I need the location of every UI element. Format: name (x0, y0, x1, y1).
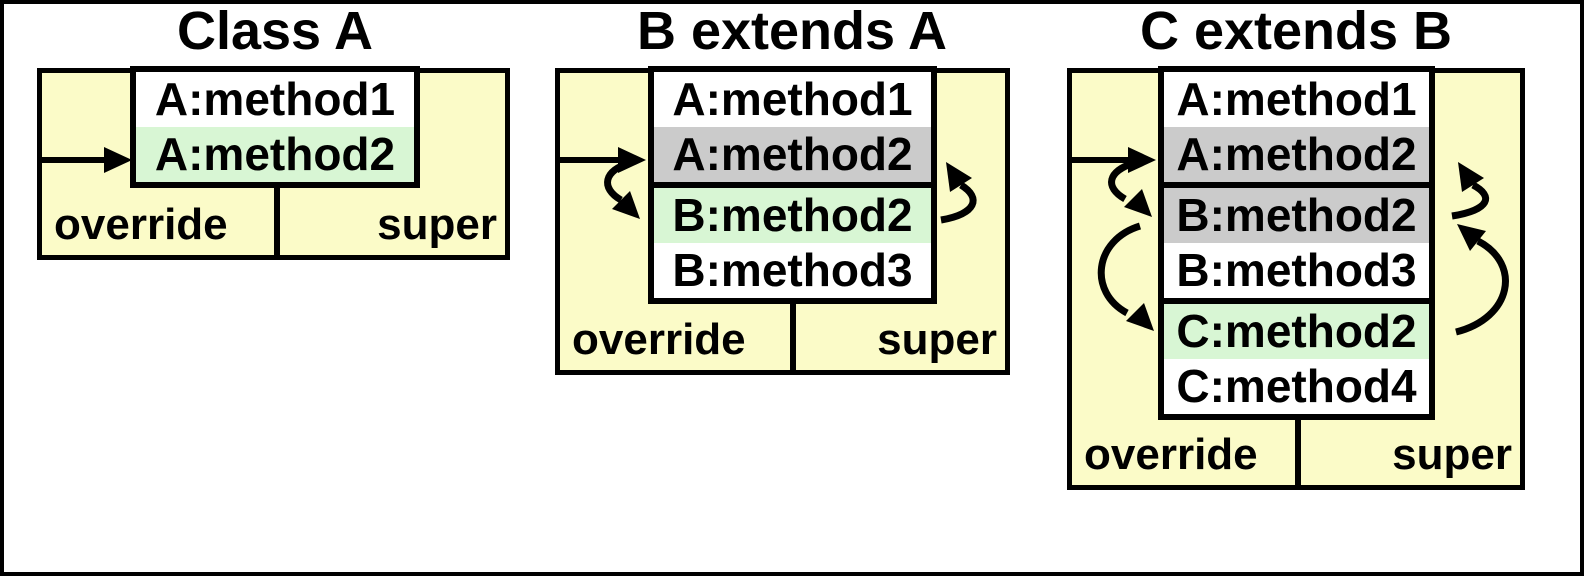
method-row: B:method3 (654, 243, 931, 298)
override-super-divider (790, 304, 796, 370)
method-row: C:method2 (1164, 298, 1429, 359)
panel-title-c-extends-b: C extends B (1139, 1, 1453, 61)
method-table-class-a: A:method1 A:method2 (130, 66, 420, 188)
method-row: B:method3 (1164, 243, 1429, 298)
super-label: super (1392, 430, 1512, 479)
method-row: A:method1 (654, 72, 931, 127)
override-label: override (572, 315, 746, 364)
method-row: A:method1 (136, 72, 414, 127)
super-label: super (877, 315, 997, 364)
method-row: A:method2 (654, 127, 931, 182)
method-table-c-extends-b: A:method1 A:method2 B:method2 B:method3 … (1158, 66, 1435, 420)
override-super-divider (1295, 420, 1301, 485)
override-label: override (1084, 430, 1258, 479)
method-row: A:method2 (136, 127, 414, 182)
override-label: override (54, 200, 228, 249)
super-label: super (377, 200, 497, 249)
method-row: A:method2 (1164, 127, 1429, 182)
method-row: B:method2 (654, 182, 931, 243)
method-row: B:method2 (1164, 182, 1429, 243)
method-row: C:method4 (1164, 359, 1429, 414)
panel-title-b-extends-a: B extends A (636, 1, 948, 61)
override-super-divider (274, 186, 280, 255)
panel-title-class-a: Class A (176, 1, 374, 61)
method-table-b-extends-a: A:method1 A:method2 B:method2 B:method3 (648, 66, 937, 304)
method-row: A:method1 (1164, 72, 1429, 127)
